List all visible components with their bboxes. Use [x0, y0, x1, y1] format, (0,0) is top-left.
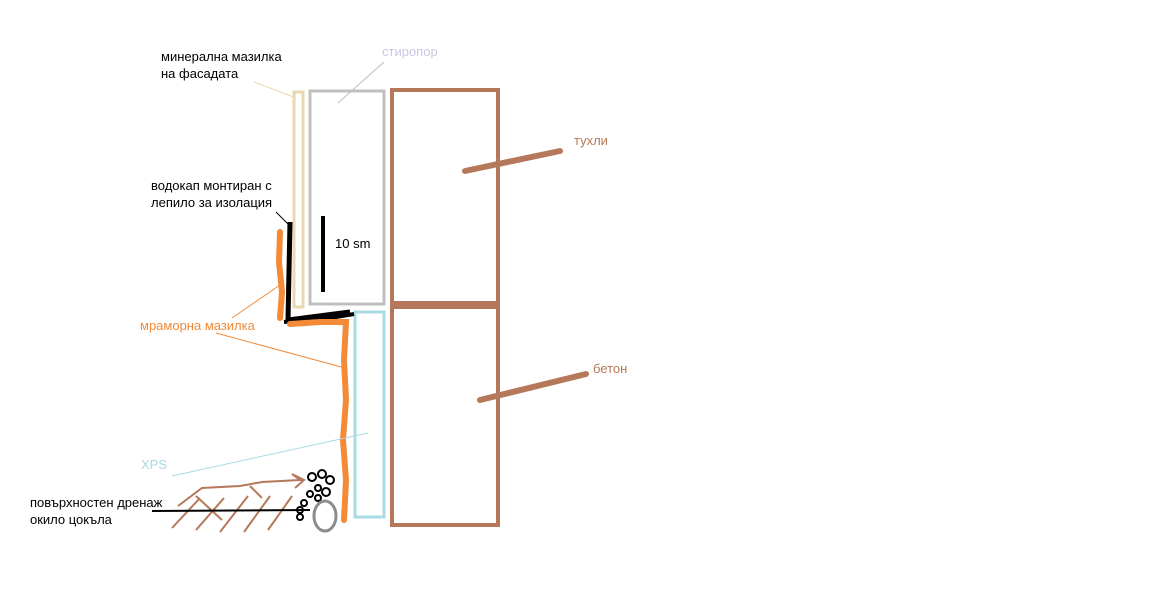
marble-plaster-lower — [287, 319, 350, 523]
xps-layer — [353, 310, 386, 519]
label-thickness: 10 sm — [335, 236, 371, 251]
drainage-line — [151, 509, 311, 512]
pointer-concrete — [477, 371, 589, 403]
leader-mineral-plaster — [253, 81, 297, 99]
label-drip-edge-line1: водокап монтиран с — [151, 178, 272, 193]
label-drainage-line1: повърхностен дренаж — [30, 495, 163, 510]
label-xps: XPS — [141, 457, 168, 472]
leader-xps — [171, 432, 369, 477]
label-marble-plaster: мраморна мазилка — [140, 318, 255, 333]
leader-marble-2 — [215, 332, 346, 369]
label-mineral-plaster: минерална мазилка на фасадата — [161, 48, 282, 82]
leader-marble-1 — [231, 284, 281, 319]
label-concrete: бетон — [593, 361, 628, 376]
label-styrofoam: стиропор — [382, 44, 438, 59]
label-bricks: тухли — [574, 133, 608, 148]
label-drainage-line2: окило цокъла — [30, 512, 112, 527]
label-drip-edge: водокап монтиран с лепило за изолация — [151, 177, 272, 211]
leader-styrofoam — [337, 61, 385, 104]
leader-drip-edge — [275, 211, 291, 227]
label-drip-edge-line2: лепило за изолация — [151, 195, 273, 210]
gravel — [296, 469, 335, 521]
concrete-wall — [390, 305, 500, 527]
marble-plaster-upper — [275, 229, 286, 321]
pointer-bricks — [462, 148, 563, 174]
label-mineral-plaster-line1: минерална мазилка — [161, 49, 282, 64]
drainage-pipe — [312, 499, 338, 533]
soil-hatching — [171, 473, 306, 533]
brick-wall — [390, 88, 500, 305]
mineral-plaster-layer — [292, 90, 305, 309]
styrofoam-layer — [308, 89, 386, 306]
label-mineral-plaster-line2: на фасадата — [161, 66, 239, 81]
label-drainage: повърхностен дренаж окило цокъла — [30, 494, 162, 528]
